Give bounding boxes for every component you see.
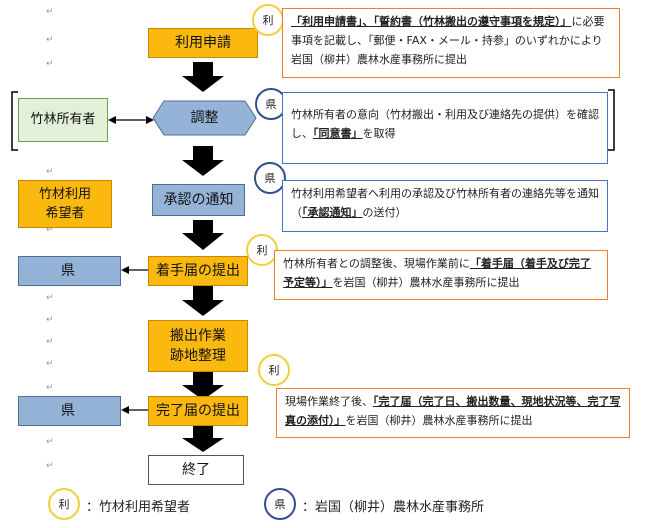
step-start-label: 着手届の提出	[156, 263, 240, 279]
note-apply-text: に必要事項を記載し、「郵便・FAX・メール・持参」のいずれかにより岩国（柳井）農…	[291, 15, 605, 66]
step-complete: 完了届の提出	[148, 396, 248, 426]
svg-text:↵: ↵	[46, 383, 54, 393]
requester-label-1: 竹材利用	[38, 187, 91, 202]
svg-text:↵: ↵	[46, 359, 54, 369]
svg-text:↵: ↵	[46, 337, 54, 347]
step-end-label: 終了	[182, 462, 210, 478]
svg-text:↵: ↵	[46, 167, 54, 177]
note-start-text-1: 竹林所有者との調整後、現場作業前に	[283, 257, 470, 270]
note-complete-text-2: を岩国（柳井）農林水産事務所に提出	[345, 414, 533, 427]
svg-text:↵: ↵	[46, 225, 54, 235]
legend-ri-label: 利	[58, 498, 70, 511]
note-complete: 現場作業終了後、「完了届（完了日、搬出数量、現地状況等、完了写真の添付）」を岩国…	[276, 388, 630, 438]
step-work-label-1: 搬出作業	[170, 328, 226, 344]
down-arrow-4	[182, 286, 224, 316]
pref-box-2: 県	[18, 396, 121, 426]
marker-ri-2-label: 利	[256, 244, 268, 257]
step-adjust: 調整	[152, 100, 257, 136]
note-adjust-text-1: 竹林所有者の意向（竹材搬出・利用及び連絡先の提供）を確認し、	[291, 108, 599, 140]
note-start-highlight: 「着手届（着手及び完了予定等）」	[283, 257, 591, 289]
note-start-text-2: を岩国（柳井）農林水産事務所に提出	[332, 276, 520, 289]
pref-box-2-label: 県	[61, 403, 75, 419]
marker-ri-3: 利	[258, 354, 290, 386]
marker-ri-1-label: 利	[262, 14, 274, 27]
down-arrow-6	[182, 426, 224, 452]
legend-ken-label: 県	[274, 498, 286, 511]
marker-ken-2-label: 県	[264, 172, 276, 185]
step-approval-label: 承認の通知	[163, 192, 234, 208]
step-adjust-label: 調整	[190, 110, 219, 126]
legend-ri-desc: ：竹材利用希望者	[86, 500, 191, 515]
svg-text:↵: ↵	[46, 35, 54, 45]
note-approval-highlight: 「承認通知」	[302, 206, 363, 219]
note-complete-text-1: 現場作業終了後、	[285, 395, 373, 408]
down-arrow-1	[182, 62, 224, 92]
down-arrow-2	[182, 146, 224, 176]
note-apply: 「利用申請書」、「誓約書（竹林搬出の遵守事項を規定）」に必要事項を記載し、「郵便…	[282, 8, 620, 78]
svg-text:↵: ↵	[46, 7, 54, 17]
note-adjust-highlight: 「同意書」	[313, 127, 363, 140]
hexagon-shape	[152, 100, 257, 136]
note-complete-highlight: 「完了届（完了日、搬出数量、現地状況等、完了写真の添付）」	[285, 395, 621, 427]
legend-ri-marker: 利	[48, 488, 80, 520]
note-approval-text-1: 竹材利用希望者へ利用の承認及び竹林所有者の連絡先等を通知（	[291, 187, 599, 219]
step-approval: 承認の通知	[152, 184, 245, 216]
note-start: 竹林所有者との調整後、現場作業前に「着手届（着手及び完了予定等）」を岩国（柳井）…	[274, 250, 608, 300]
left-bracket	[11, 91, 18, 151]
down-arrow-3	[182, 220, 224, 250]
note-apply-highlight: 「利用申請書」、「誓約書（竹林搬出の遵守事項を規定）」	[291, 15, 572, 28]
right-bracket	[608, 89, 615, 151]
svg-text:↵: ↵	[46, 437, 54, 447]
step-end: 終了	[148, 455, 244, 485]
step-complete-label: 完了届の提出	[156, 403, 240, 419]
svg-text:↵: ↵	[46, 461, 54, 471]
svg-text:↵: ↵	[46, 59, 54, 69]
owner-label: 竹林所有者	[30, 112, 96, 127]
step-work-label-2: 跡地整理	[170, 348, 226, 364]
marker-ri-3-label: 利	[268, 364, 280, 377]
svg-text:↵: ↵	[46, 315, 54, 325]
marker-ri-1: 利	[252, 4, 284, 36]
step-work: 搬出作業 跡地整理	[148, 320, 248, 372]
step-start: 着手届の提出	[148, 256, 248, 286]
svg-text:↵: ↵	[46, 293, 54, 303]
note-adjust: 竹林所有者の意向（竹材搬出・利用及び連絡先の提供）を確認し、「同意書」を取得	[282, 92, 608, 164]
pref-box-1-label: 県	[61, 263, 75, 279]
requester-box: 竹材利用 希望者	[18, 180, 112, 228]
requester-label-2: 希望者	[45, 206, 85, 221]
note-adjust-text-2: を取得	[362, 127, 396, 140]
note-approval: 竹材利用希望者へ利用の承認及び竹林所有者の連絡先等を通知（「承認通知」の送付）	[282, 180, 608, 232]
pref-box-1: 県	[18, 256, 121, 286]
owner-box: 竹林所有者	[18, 98, 108, 142]
step-apply-label: 利用申請	[175, 35, 231, 51]
marker-ken-1-label: 県	[265, 98, 277, 111]
legend-ken-desc: ：岩国（柳井）農林水産事務所	[302, 500, 485, 515]
legend-ken-marker: 県	[264, 488, 296, 520]
note-approval-text-2: の送付）	[362, 206, 407, 219]
marker-ken-2: 県	[254, 162, 286, 194]
down-arrow-5	[182, 372, 224, 400]
step-apply: 利用申請	[148, 28, 258, 58]
